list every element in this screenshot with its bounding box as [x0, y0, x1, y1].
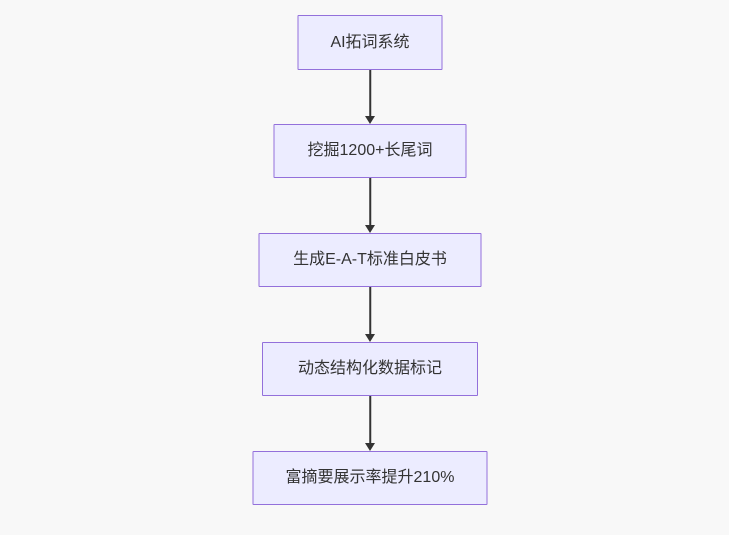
flow-node-longtail-mining: 挖掘1200+长尾词 [273, 124, 467, 178]
flow-node-label: 生成E-A-T标准白皮书 [293, 251, 447, 269]
flow-arrow-4 [364, 396, 376, 451]
flow-node-eat-whitepaper: 生成E-A-T标准白皮书 [258, 233, 482, 287]
flow-node-rich-snippet-result: 富摘要展示率提升210% [252, 451, 488, 505]
flow-node-label: AI拓词系统 [330, 33, 410, 51]
flow-node-label: 富摘要展示率提升210% [285, 469, 455, 487]
flow-node-label: 动态结构化数据标记 [297, 360, 442, 378]
flow-node-label: 挖掘1200+长尾词 [307, 142, 433, 160]
flow-arrow-2 [364, 178, 376, 233]
flow-arrow-1 [364, 70, 376, 124]
flow-arrow-3 [364, 287, 376, 342]
flow-node-structured-data: 动态结构化数据标记 [262, 342, 478, 396]
flow-node-ai-word-system: AI拓词系统 [297, 15, 443, 70]
